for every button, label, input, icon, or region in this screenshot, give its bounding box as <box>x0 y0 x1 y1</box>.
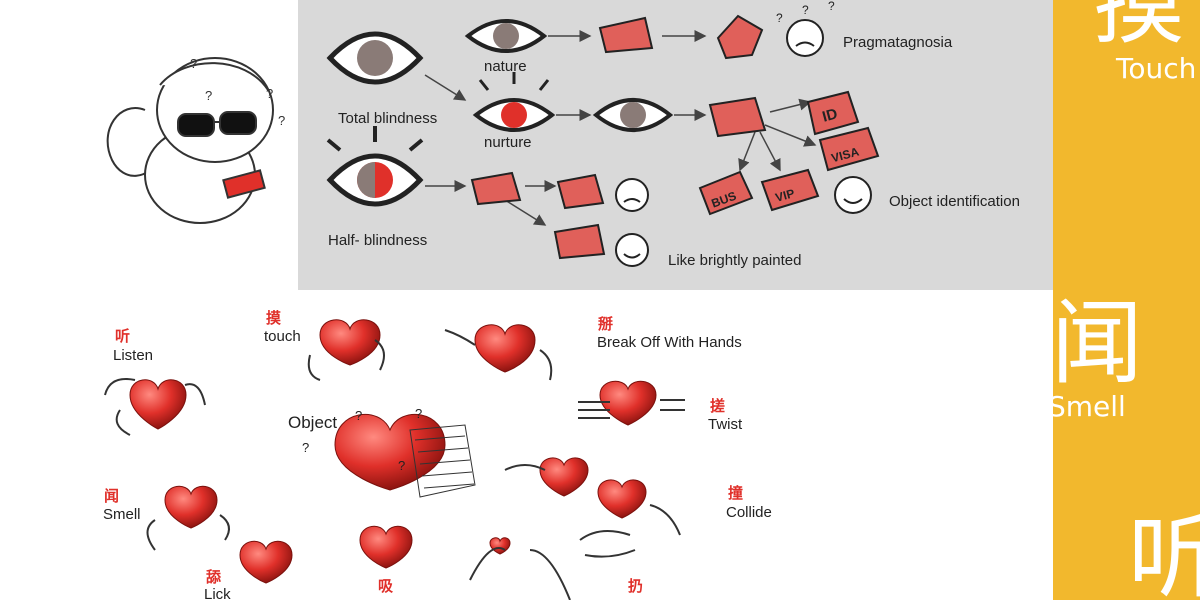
heart-icon <box>239 540 293 584</box>
label-collide: Collide <box>726 504 772 521</box>
eye-icon-half <box>326 126 424 207</box>
eye-icon-nurture-2 <box>592 98 674 132</box>
heart-icon <box>599 380 657 426</box>
smile-face-icon <box>834 176 872 214</box>
svg-text:?: ? <box>190 56 197 71</box>
heart-icon <box>164 485 218 529</box>
eye-icon-total <box>326 31 424 85</box>
label-break-cjk: 掰 <box>598 315 614 333</box>
label-pragmatagnosia: Pragmatagnosia <box>843 34 953 51</box>
svg-text:?: ? <box>266 86 273 101</box>
sad-face-icon <box>615 178 649 212</box>
object-shadow <box>409 424 476 498</box>
label-twist-cjk: 搓 <box>710 397 726 415</box>
sidebar-mid-en: Smell <box>1053 390 1126 423</box>
sad-face-icon <box>786 19 824 57</box>
label-smell-cjk: 闻 <box>104 487 120 505</box>
label-twist: Twist <box>708 416 743 433</box>
label-nature: nature <box>484 58 527 75</box>
label-suck-cjk: 吸 <box>378 577 394 595</box>
label-half-blindness: Half- blindness <box>328 232 428 249</box>
label-total-blindness: Total blindness <box>338 110 438 127</box>
svg-text:?: ? <box>802 3 809 17</box>
label-touch: touch <box>264 328 301 345</box>
eye-icon-nature <box>464 19 548 53</box>
heart-icon <box>539 457 589 497</box>
heart-icon <box>597 479 647 519</box>
sign-vip: VIP <box>774 186 796 205</box>
label-listen: Listen <box>113 347 154 364</box>
sidebar-top-en: Touch <box>1116 52 1197 85</box>
diagram-panel <box>298 0 1053 290</box>
label-smell: Smell <box>103 506 141 523</box>
label-break: Break Off With Hands <box>597 334 742 351</box>
monkey-icon <box>106 57 274 224</box>
heart-icon <box>489 537 511 555</box>
heart-icon <box>474 324 536 373</box>
sign-id: ID <box>820 105 839 125</box>
label-lick: Lick <box>204 586 231 603</box>
heart-icon <box>319 319 381 366</box>
svg-text:?: ? <box>355 408 362 423</box>
heart-icon <box>334 414 446 491</box>
svg-text:?: ? <box>398 458 405 473</box>
label-collide-cjk: 撞 <box>728 484 744 502</box>
eye-icon-nurture <box>472 72 556 132</box>
sidebar-mid-cjk: 闻 <box>1053 290 1144 397</box>
sidebar-bottom-cjk: 听 <box>1128 504 1200 601</box>
svg-text:?: ? <box>776 11 783 25</box>
svg-text:?: ? <box>278 113 285 128</box>
sidebar: 摸 Touch 闻 Smell 听 <box>1053 0 1200 600</box>
sidebar-top-cjk: 摸 <box>1093 0 1186 57</box>
label-touch-cjk: 摸 <box>266 309 282 327</box>
label-object-identification: Object identification <box>889 193 1020 210</box>
svg-text:?: ? <box>302 440 309 455</box>
svg-text:?: ? <box>205 88 212 103</box>
label-throw-cjk: 扔 <box>628 577 644 595</box>
smile-face-icon <box>615 233 649 267</box>
label-like-brightly-painted: Like brightly painted <box>668 252 802 269</box>
label-lick-cjk: 舔 <box>206 568 222 586</box>
heart-icon <box>359 525 413 569</box>
heart-icon <box>129 379 187 430</box>
label-nurture: nurture <box>484 134 532 151</box>
label-object: Object <box>288 413 338 432</box>
label-listen-cjk: 听 <box>115 327 131 345</box>
svg-text:?: ? <box>828 0 835 13</box>
svg-text:?: ? <box>415 406 422 421</box>
